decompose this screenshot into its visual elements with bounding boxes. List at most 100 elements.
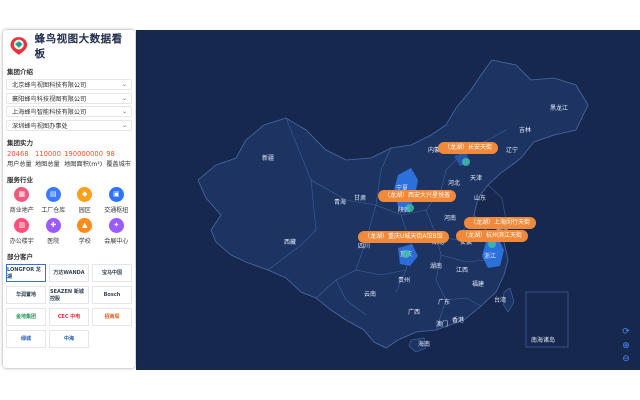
taiwan-shape (502, 287, 515, 313)
office-icon: ▥ (14, 217, 30, 233)
customer-logo[interactable]: LONGFOR 龙湖 (6, 263, 46, 282)
label-guizhou: 贵州 (398, 276, 410, 284)
customer-logo[interactable]: 绿城 (6, 329, 46, 348)
label-aomen: 澳门 (436, 320, 448, 328)
label-anhui: 安徽 (460, 238, 472, 246)
stat-label: 覆盖城市 (106, 160, 131, 168)
company-label: 襄阳蜂鸟科技视图有限公司 (12, 95, 87, 103)
label-hebei: 河北 (448, 179, 460, 187)
pin-hangzhou-binjiang[interactable]: （龙湖）杭州滨江天街 (456, 230, 529, 242)
label-henan: 河南 (444, 214, 456, 222)
customer-logo[interactable]: 中海 (49, 329, 89, 348)
app-title: 蜂鸟视图大数据看板 (34, 33, 123, 60)
customer-logo[interactable]: 华润置地 (6, 285, 46, 304)
label-jilin: 吉林 (519, 126, 531, 134)
stat-value: 190000000 (64, 149, 104, 158)
label-gansu: 甘肃 (354, 194, 366, 202)
hummingbird-logo-icon (10, 37, 28, 55)
service-label: 交通枢纽 (104, 206, 129, 214)
pin-xian[interactable]: （龙湖）西安大兴星悦荟 (378, 190, 457, 202)
label-hunan: 湖南 (430, 262, 442, 270)
customer-logo[interactable]: 招商局 (92, 307, 132, 326)
service-commercial[interactable]: ▦ 商业地产 (6, 186, 38, 214)
stat-value: 110000 (34, 149, 61, 158)
company-dropdown-3[interactable]: 上海蜂鸟智能科技有限公司 ⌄ (6, 106, 132, 117)
pin-changan[interactable]: （龙湖）长安天街 (438, 142, 499, 154)
label-liaoning: 辽宁 (506, 146, 518, 154)
label-fujian: 福建 (472, 280, 484, 288)
service-label: 商业地产 (9, 206, 34, 214)
zoom-out-icon[interactable]: ⊖ (622, 354, 630, 364)
section-group-strength: 集团实力 (7, 138, 33, 147)
stat-label: 用户总量 (7, 160, 32, 168)
section-customers: 部分客户 (7, 252, 33, 261)
customer-logo[interactable]: CEC 中电 (49, 307, 89, 326)
customer-logo[interactable]: Bosch (92, 285, 132, 304)
label-zhejiang: 浙江 (484, 252, 496, 260)
chevron-down-icon: ⌄ (121, 94, 127, 102)
service-expo[interactable]: ✦ 会展中心 (101, 217, 133, 245)
service-office[interactable]: ▥办公楼宇 (6, 217, 38, 245)
service-label: 会展中心 (104, 237, 129, 245)
refresh-icon[interactable]: ⟳ (622, 327, 630, 337)
company-dropdown-1[interactable]: 北京蜂鸟视图科技有限公司⌄ (6, 79, 132, 90)
label-sichuan: 四川 (358, 243, 370, 250)
stat-cities: 98 覆盖城市 (106, 150, 131, 168)
customer-logo[interactable]: SEAZEN 新城控股 (49, 285, 89, 304)
label-ningxia: 宁夏 (396, 184, 408, 192)
customer-logo[interactable]: 金地集团 (6, 307, 46, 326)
label-shaanxi: 陕西 (398, 206, 410, 214)
service-label: 学校 (78, 237, 91, 245)
company-label: 上海蜂鸟智能科技有限公司 (12, 109, 87, 116)
factory-icon: ▤ (45, 186, 61, 202)
label-tianjin: 天津 (470, 175, 482, 182)
label-qinghai: 青海 (334, 198, 346, 206)
label-shandong: 山东 (474, 194, 486, 202)
label-xizang: 西藏 (284, 238, 296, 246)
park-icon: ◆ (77, 186, 93, 202)
zoom-in-icon[interactable]: ⊕ (622, 341, 630, 351)
stat-value: 20468 (7, 149, 29, 158)
company-label: 北京蜂鸟视图科技有限公司 (12, 82, 87, 89)
customer-logo[interactable]: 宝马中国 (92, 263, 132, 282)
label-nanhai: 南海诸岛 (531, 336, 555, 344)
building-icon: ▦ (14, 186, 30, 202)
chevron-down-icon: ⌄ (121, 121, 127, 129)
service-park[interactable]: ◆园区 (69, 186, 101, 214)
section-service-industry: 服务行业 (7, 175, 33, 184)
label-hainan: 海南 (418, 340, 430, 348)
label-jiangxi: 江西 (456, 267, 468, 274)
brand-header: 蜂鸟视图大数据看板 (6, 32, 132, 60)
expo-icon: ✦ (108, 217, 124, 233)
service-transport[interactable]: ▣交通枢纽 (101, 186, 133, 214)
pin-chongqing[interactable]: （龙湖）重庆U城天街A馆B馆 (358, 231, 449, 243)
pin-shanghai-minhang[interactable]: （龙湖）上海闵行天街 (464, 217, 537, 229)
label-taiwan: 台湾 (494, 296, 506, 304)
marker-hangzhou[interactable] (488, 240, 496, 248)
stat-users: 20468 用户总量 (7, 150, 32, 168)
china-map[interactable]: 黑龙江 吉林 辽宁 内蒙古 新疆 甘肃 青海 宁夏 北京 天津 河北 山西 陕西… (136, 30, 640, 370)
service-factory[interactable]: ▤工厂仓库 (38, 186, 70, 214)
company-dropdown-4[interactable]: 深圳蜂鸟视图办事处 ⌄ (6, 119, 132, 131)
marker-chongqing[interactable] (402, 250, 410, 258)
stat-label: 地图面积(m²) (64, 160, 103, 168)
highlight-zhejiang (482, 238, 504, 268)
label-guangxi: 广西 (408, 308, 420, 316)
stat-value: 98 (106, 149, 115, 158)
stat-area: 190000000 地图面积(m²) (64, 150, 103, 168)
company-label: 深圳蜂鸟视图办事处 (12, 122, 68, 130)
service-label: 医院 (47, 237, 60, 245)
chevron-down-icon: ⌄ (121, 108, 127, 115)
service-hospital[interactable]: ✚ 医院 (38, 217, 70, 245)
label-heilongjiang: 黑龙江 (550, 104, 568, 112)
marker-changan[interactable] (462, 158, 470, 166)
service-school[interactable]: ▲学校 (69, 217, 101, 245)
label-neimenggu: 内蒙古 (428, 146, 446, 154)
label-guangdong: 广东 (438, 298, 450, 306)
customer-logo[interactable]: 万达WANDA (49, 263, 89, 282)
company-dropdown-2[interactable]: 襄阳蜂鸟科技视图有限公司 ⌄ (6, 92, 132, 104)
hospital-icon: ✚ (45, 217, 61, 233)
marker-xian[interactable] (406, 204, 414, 212)
